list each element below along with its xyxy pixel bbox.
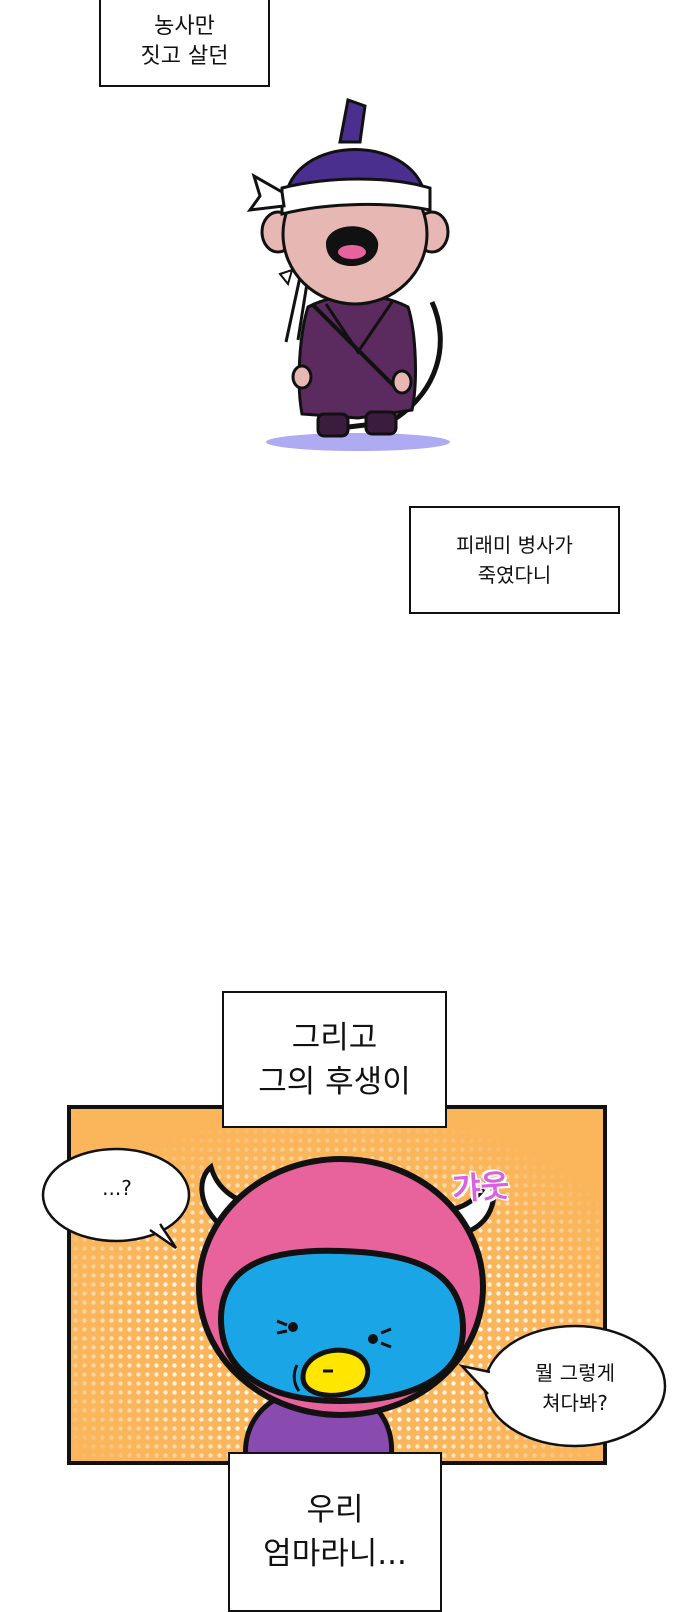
dialogue-line: 쳐다봐? (542, 1391, 608, 1415)
headband-tie (246, 172, 286, 212)
boot-left (316, 412, 350, 438)
boot-right (364, 410, 398, 436)
eye-right (368, 1334, 378, 1344)
soldier-illustration (246, 98, 450, 451)
narration-box-3: 그리고 그의 후생이 (222, 991, 447, 1128)
narration-line: 엄마라니... (263, 1536, 407, 1572)
speech-bubble-2-text: 뭘 그렇게 쳐다봐? (494, 1358, 656, 1418)
narration-box-1: 농사만 짓고 살던 (99, 0, 270, 87)
narration-box-4: 우리 엄마라니... (228, 1452, 442, 1612)
narration-line: 죽였다니 (477, 563, 552, 587)
strap (310, 302, 402, 394)
sound-effect-text: 갸웃 (450, 1167, 511, 1209)
narration-line: 피래미 병사가 (456, 533, 573, 557)
hat-topknot (338, 98, 367, 144)
narration-line: 농사만 (154, 13, 215, 39)
hand (391, 369, 413, 395)
speech-bubble-1-text: ...? (62, 1176, 172, 1200)
hand (291, 364, 313, 390)
arrow-feather (278, 268, 294, 287)
ground-shadow (266, 433, 450, 451)
arrow (284, 276, 302, 343)
character-beak (300, 1347, 371, 1398)
narration-line: 그의 후생이 (258, 1063, 411, 1100)
mouth (338, 245, 366, 259)
headband (280, 177, 432, 216)
narration-line: 우리 (306, 1492, 364, 1528)
narration-line: 그리고 (291, 1019, 378, 1056)
narration-line: 짓고 살던 (140, 43, 229, 69)
eye-left (288, 1322, 298, 1332)
dialogue-line: ...? (102, 1176, 132, 1200)
robe (297, 294, 417, 420)
dialogue-line: 뭘 그렇게 (535, 1361, 615, 1385)
character-face (217, 1247, 467, 1405)
narration-box-2: 피래미 병사가 죽였다니 (409, 506, 620, 614)
